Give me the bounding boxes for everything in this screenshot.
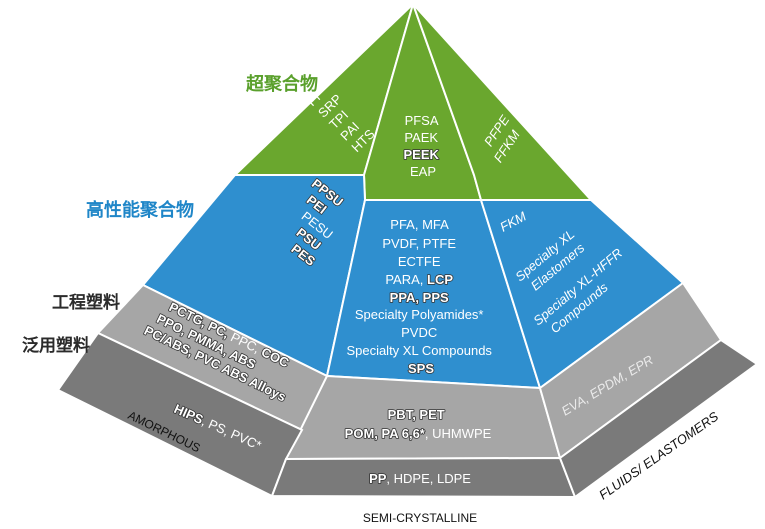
engineering-center-line1: PBT, PET (388, 407, 445, 422)
commodity-center-rest: , HDPE, LDPE (386, 471, 471, 486)
engineering-center-list: PBT, PET POM, PA 6,6*, UHMWPE (345, 407, 492, 441)
tier-label-commodity: 泛用塑料 (22, 336, 90, 356)
high-center-item: PVDF, PTFE (382, 236, 456, 251)
ultra-left-list: PI SRP TPI PAI HTS (304, 77, 381, 155)
high-center-item: ECTFE (398, 254, 441, 269)
commodity-center-list: PP, HDPE, LDPE (369, 471, 471, 486)
ultra-center-list: PFSA PAEK PEEK EAP (403, 113, 442, 179)
commodity-center-bold: PP (369, 471, 387, 486)
ultra-center-item: EAP (410, 164, 436, 179)
ultra-center-item: PAEK (404, 130, 438, 145)
high-center-item: PPA, PPS (390, 290, 449, 305)
commodity-right-face (558, 338, 759, 499)
ultra-center-item: PFSA (405, 113, 439, 128)
high-center-item: PARA, LCP (385, 272, 453, 287)
high-center-item: Specialty Polyamides* (355, 307, 484, 322)
high-center-item: PFA, MFA (390, 217, 449, 232)
tier-label-engineering: 工程塑料 (52, 293, 120, 313)
engineering-center-line2: POM, PA 6,6*, UHMWPE (345, 426, 492, 441)
high-center-item: SPS (408, 361, 434, 376)
tier-label-high-performance: 高性能聚合物 (86, 200, 194, 221)
tier-label-ultra: 超聚合物 (246, 74, 318, 95)
high-center-list: PFA, MFA PVDF, PTFE ECTFE PARA, LCP PPA,… (346, 217, 495, 376)
high-center-item: Specialty XL Compounds (346, 343, 492, 358)
high-center-item: PVDC (401, 325, 437, 340)
ultra-center-item: PEEK (403, 147, 439, 162)
axis-label-semi-crystalline: SEMI-CRYSTALLINE (363, 511, 477, 525)
